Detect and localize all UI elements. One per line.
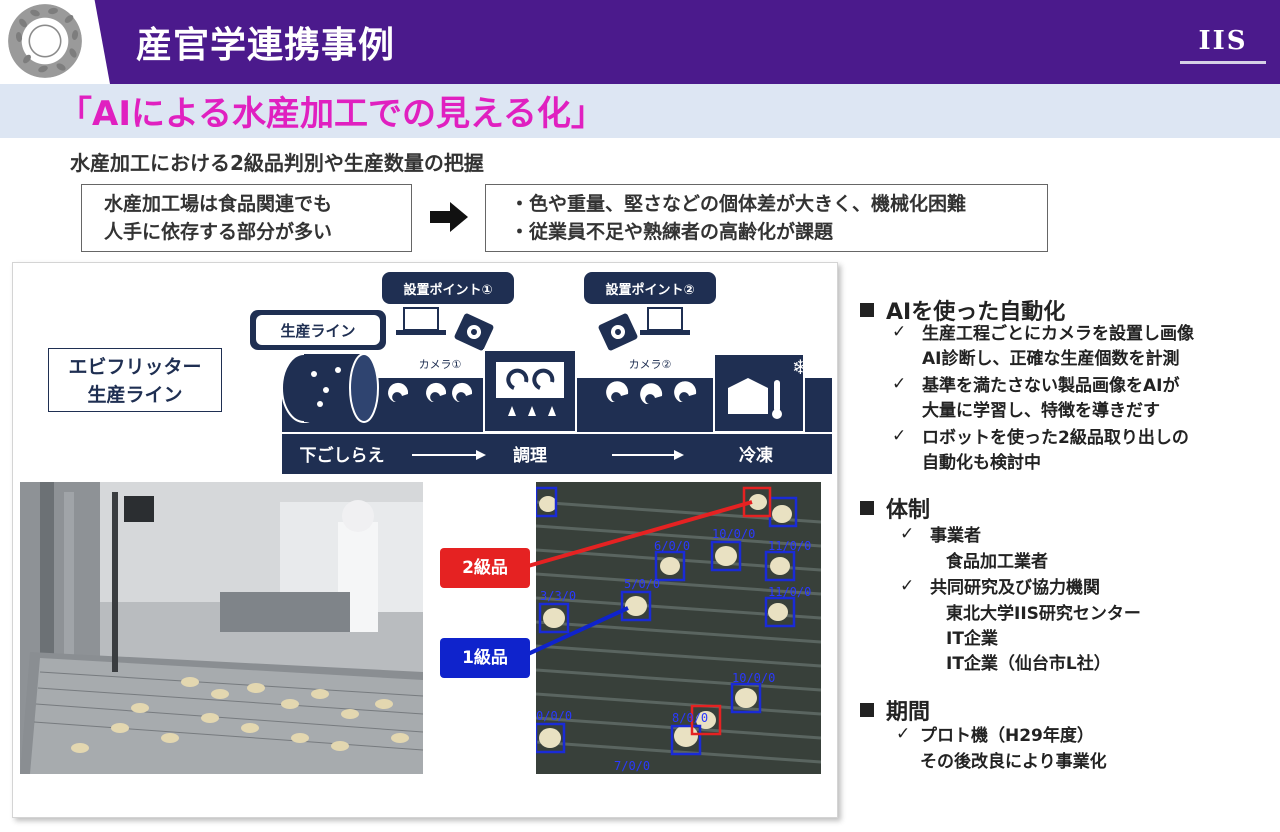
shrimp-icons — [388, 381, 697, 404]
detection-label: 11/0/0 — [768, 585, 811, 599]
structure-joint-member-2: IT企業 — [946, 629, 998, 649]
problem-line-1: 水産加工場は食品関連でも — [104, 193, 333, 215]
production-line-diagram: 設置ポイント① 設置ポイント② 生産ライン カメラ① カメラ② — [250, 272, 832, 474]
structure-joint-members: 東北大学IIS研究センター IT企業 IT企業（仙台市L社） — [946, 602, 1141, 677]
structure-joint-member-3: IT企業（仙台市L社） — [946, 654, 1111, 674]
iis-underline — [1180, 61, 1266, 64]
grade1-pointer — [527, 606, 629, 656]
ebi-label-line-1: エビフリッター — [68, 356, 202, 378]
structure-business-member: 食品加工業者 — [946, 552, 1048, 572]
stage-freeze: 冷凍 — [739, 445, 774, 466]
detection-label: 0/0/0 — [536, 709, 572, 723]
check-icon: ✓ — [892, 374, 907, 394]
structure-heading-text: 体制 — [886, 498, 931, 523]
ebi-line-label: エビフリッター 生産ライン — [48, 348, 222, 412]
structure-joint-member-1: 東北大学IIS研究センター — [946, 604, 1141, 624]
check-icon: ✓ — [892, 322, 907, 342]
square-bullet-icon — [860, 501, 874, 515]
check-icon: ✓ — [892, 426, 907, 446]
square-bullet-icon — [860, 303, 874, 317]
automation-item-1-line-1: 生産工程ごとにカメラを設置し画像 — [922, 324, 1194, 344]
slide-subtitle: 「AIによる水産加工での見える化」 — [58, 94, 605, 134]
detection-label: 11/0/0 — [768, 539, 811, 553]
line-label-badge: 生産ライン — [250, 310, 386, 350]
header-bar — [0, 0, 1280, 84]
laptop-icon — [396, 307, 446, 335]
period-heading-text: 期間 — [886, 700, 931, 725]
problem-box: 水産加工場は食品関連でも 人手に依存する部分が多い — [81, 184, 412, 252]
automation-item-3: ロボットを使った2級品取り出しの 自動化も検討中 — [922, 426, 1189, 476]
check-icon: ✓ — [900, 524, 915, 544]
camera-icon — [598, 313, 638, 351]
right-arrow-icon — [430, 202, 468, 232]
point1-badge: 設置ポイント① — [382, 272, 514, 304]
page-title: 産官学連携事例 — [136, 25, 396, 66]
grade-pointer-lines — [527, 500, 753, 656]
problem-line-2: 人手に依存する部分が多い — [104, 221, 333, 243]
ai-detection-image: 3/3/0 5/0/0 10/0/0 11/0/0 11/0/0 6/0/0 1… — [536, 482, 821, 774]
issue-box: ・色や重量、堅さなどの個体差が大きく、機械化困難 ・従業員不足や熟練者の高齢化が… — [485, 184, 1048, 252]
stage-prep: 下ごしらえ — [300, 445, 385, 466]
detection-label: 10/0/0 — [712, 527, 755, 541]
automation-item-2: 基準を満たさない製品画像をAIが 大量に学習し、特徴を導きだす — [922, 374, 1179, 424]
structure-heading: 体制 — [860, 492, 930, 524]
freezer-icon: ❄ — [713, 353, 809, 433]
automation-item-1-line-2: AI診断し、正確な生産個数を計測 — [922, 349, 1180, 369]
automation-item-2-line-2: 大量に学習し、特徴を導きだす — [922, 401, 1160, 421]
check-icon: ✓ — [896, 724, 911, 744]
ebi-label-line-2: 生産ライン — [87, 384, 183, 406]
issue-line-2: ・従業員不足や熟練者の高齢化が課題 — [510, 221, 834, 243]
point1-label: 設置ポイント① — [403, 282, 492, 298]
grade2-badge: 2級品 — [440, 548, 530, 588]
factory-photo — [20, 482, 423, 774]
automation-heading-text: AIを使った自動化 — [886, 300, 1066, 325]
leaf-wreath-logo-icon — [8, 4, 82, 78]
point2-badge: 設置ポイント② — [584, 272, 716, 304]
subtitle-band — [0, 84, 1280, 138]
fryer-icon — [483, 349, 577, 433]
detection-label: 5/0/0 — [624, 577, 660, 591]
structure-joint: 共同研究及び協力機関 — [930, 578, 1100, 598]
grade1-badge: 1級品 — [440, 638, 530, 678]
iis-brand-text: IIS — [1198, 26, 1248, 56]
detection-label: 10/0/0 — [732, 671, 775, 685]
arrow-icon — [612, 450, 684, 460]
automation-item-3-line-1: ロボットを使った2級品取り出しの — [922, 428, 1189, 448]
period-line-2: その後改良により事業化 — [920, 752, 1107, 772]
period-line-1: プロト機（H29年度） — [920, 726, 1094, 746]
detection-label: 6/0/0 — [654, 539, 690, 553]
point2-label: 設置ポイント② — [605, 282, 694, 298]
automation-heading: AIを使った自動化 — [860, 294, 1065, 326]
automation-item-1: 生産工程ごとにカメラを設置し画像 AI診断し、正確な生産個数を計測 — [922, 322, 1194, 372]
square-bullet-icon — [860, 703, 874, 717]
laptop-icon — [640, 307, 690, 335]
check-icon: ✓ — [900, 576, 915, 596]
iis-brand-mark: IIS — [1180, 26, 1266, 64]
line-label: 生産ライン — [280, 322, 355, 340]
automation-item-2-line-1: 基準を満たさない製品画像をAIが — [922, 376, 1180, 396]
drum-icon — [281, 353, 379, 423]
camera2-label: カメラ② — [629, 358, 672, 371]
issue-line-1: ・色や重量、堅さなどの個体差が大きく、機械化困難 — [510, 193, 967, 215]
detection-label: 3/3/0 — [540, 589, 576, 603]
automation-item-3-line-2: 自動化も検討中 — [922, 453, 1041, 473]
structure-business: 事業者 — [930, 526, 981, 546]
snowflake-icon: ❄ — [792, 355, 809, 379]
detection-label: 8/0/0 — [672, 711, 708, 725]
detection-label: 7/0/0 — [614, 759, 650, 773]
camera1-label: カメラ① — [419, 358, 462, 371]
stage-bar — [282, 434, 832, 474]
stage-cook: 調理 — [513, 445, 547, 466]
lead-text: 水産加工における2級品判別や生産数量の把握 — [70, 151, 484, 175]
grade2-pointer — [527, 500, 753, 568]
camera-icon — [454, 313, 494, 351]
arrow-icon — [412, 450, 486, 460]
period-heading: 期間 — [860, 694, 930, 726]
